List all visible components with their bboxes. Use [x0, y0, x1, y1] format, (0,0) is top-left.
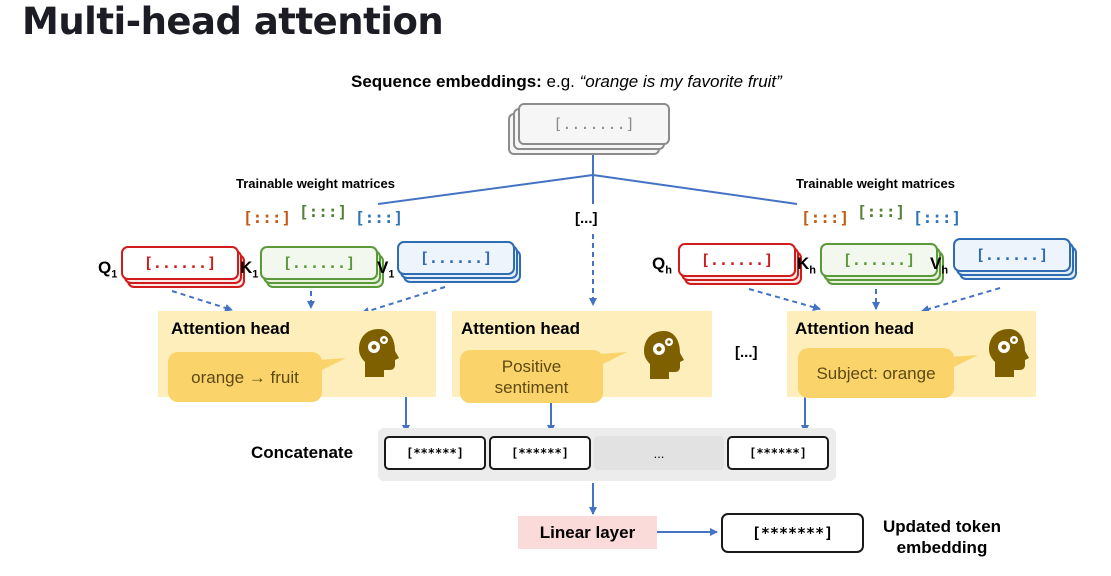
brain-head-icon: [989, 329, 1029, 377]
attention-head-3-bubble: Subject: orange: [798, 348, 954, 398]
seq-right-line: [592, 174, 798, 205]
weight-k-icon: [:::]: [857, 202, 906, 221]
vh-arrow: [921, 287, 1001, 313]
k1-vector: [......]: [260, 246, 378, 280]
sequence-example: “orange is my favorite fruit”: [579, 72, 782, 91]
concat-cell-h: [******]: [727, 436, 829, 470]
qh-vector: [......]: [678, 243, 796, 277]
q1-label: Q1: [98, 258, 118, 281]
ellipsis-middle: [...]: [575, 210, 598, 227]
output-vector: [*******]: [721, 513, 864, 553]
concat-gap: ...: [594, 436, 724, 470]
brain-head-icon: [359, 329, 399, 377]
v1-label: V1: [377, 258, 395, 281]
v1-arrow: [361, 286, 446, 315]
bubble-line-1: Positive: [501, 356, 562, 376]
attention-head-2-bubble: Positive sentiment: [460, 350, 603, 403]
concatenate-label: Concatenate: [251, 443, 354, 462]
vh-label: Vh: [930, 254, 949, 277]
v1-vector: [......]: [397, 241, 515, 275]
output-label-line-1: Updated token: [882, 517, 1002, 536]
brain-head-icon: [644, 331, 684, 379]
weight-v-icon: [:::]: [913, 208, 962, 227]
attention-head-1-bubble: orange → fruit: [168, 352, 322, 402]
sequence-eg: e.g.: [541, 72, 580, 91]
q1-arrow: [171, 290, 233, 312]
kh-label: Kh: [797, 254, 817, 277]
embedding-card: [.......]: [518, 103, 670, 145]
bubble-tail: [950, 355, 978, 369]
page-title: Multi-head attention: [22, 0, 444, 43]
attention-head-2-title: Attention head: [461, 319, 580, 338]
qh-arrow: [748, 288, 821, 311]
weights-label-right: Trainable weight matrices: [796, 176, 955, 191]
weight-q-icon: [:::]: [801, 208, 850, 227]
concat-cell-2: [******]: [489, 436, 591, 470]
bubble-tail: [318, 358, 346, 372]
output-label: Updated token embedding: [872, 516, 1012, 558]
seq-left-line: [377, 174, 594, 205]
weight-q-icon: [:::]: [243, 208, 292, 227]
concat-cell-1: [******]: [384, 436, 486, 470]
vh-vector: [......]: [953, 238, 1071, 272]
k1-label: K1: [240, 258, 259, 281]
bubble-line-2: sentiment: [494, 377, 569, 397]
q1-vector: [......]: [121, 246, 239, 280]
attention-head-3-title: Attention head: [795, 319, 914, 338]
weights-label-left: Trainable weight matrices: [236, 176, 395, 191]
weight-v-icon: [:::]: [355, 208, 404, 227]
linear-layer: Linear layer: [518, 516, 657, 549]
qh-label: Qh: [652, 254, 672, 277]
output-label-line-2: embedding: [896, 538, 988, 557]
kh-vector: [......]: [820, 243, 938, 277]
sequence-caption: Sequence embeddings: e.g. “orange is my …: [351, 72, 782, 92]
ellipsis-heads: [...]: [735, 344, 758, 361]
sequence-label: Sequence embeddings:: [351, 72, 542, 91]
weight-k-icon: [:::]: [299, 202, 348, 221]
bubble-tail: [599, 352, 627, 366]
attention-head-1-title: Attention head: [171, 319, 290, 338]
